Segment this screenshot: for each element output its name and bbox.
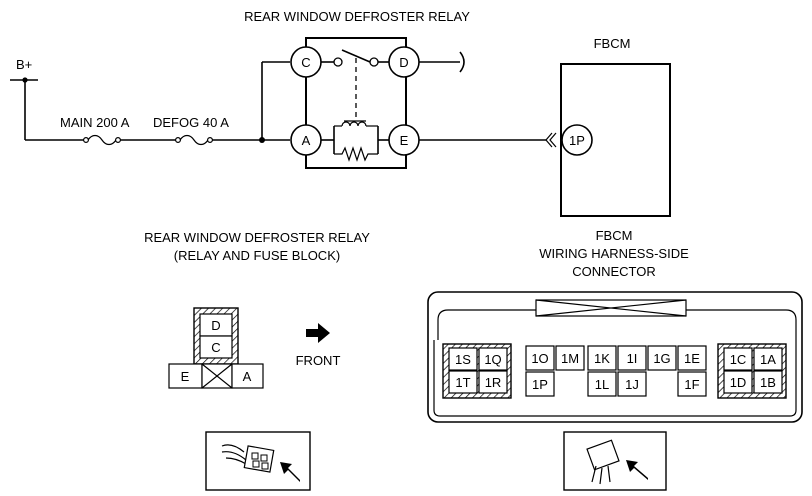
switch-blade	[341, 49, 371, 63]
fbcm-pin-1f: 1F	[677, 371, 707, 397]
relay-connector-title-1: REAR WINDOW DEFROSTER RELAY	[144, 230, 370, 245]
fbcm-box	[560, 63, 671, 217]
terminal-e-label: E	[400, 133, 409, 148]
relay-box	[305, 37, 407, 169]
relay-pin-c	[199, 335, 233, 359]
fbcm-pin-1q-label: 1Q	[484, 352, 501, 367]
fbcm-pin-1j: 1J	[617, 371, 647, 397]
terminal-d-label: D	[399, 55, 408, 70]
relay-title: REAR WINDOW DEFROSTER RELAY	[244, 9, 470, 24]
insert-arrow-icon	[626, 460, 648, 480]
fbcm-pin-1g-label: 1G	[653, 351, 670, 366]
fuse-icon	[175, 134, 214, 146]
front-arrow-icon	[306, 323, 330, 343]
contact-right	[369, 57, 379, 67]
fbcm-pin-1o-label: 1O	[531, 351, 548, 366]
fbcm-pin-1b: 1B	[753, 370, 783, 394]
relay-pin-a-label: A	[243, 369, 252, 384]
fbcm-pin-1l-label: 1L	[595, 377, 609, 392]
terminal-a-label: A	[302, 133, 311, 148]
resistor-icon	[334, 146, 378, 162]
relay-pin-c-label: C	[211, 340, 220, 355]
fbcm-connector-title-2: WIRING HARNESS-SIDE	[539, 246, 689, 261]
fbcm-pin-1s-label: 1S	[455, 352, 471, 367]
fuse-icon	[82, 134, 121, 146]
fbcm-connector-title-3: CONNECTOR	[572, 264, 656, 279]
fbcm-pin-1k: 1K	[587, 345, 617, 371]
fbcm-left-cells: 1S 1Q 1T 1R	[448, 347, 508, 394]
fbcm-pin-1q: 1Q	[478, 347, 508, 371]
fbcm-connector-title-1: FBCM	[596, 228, 633, 243]
module-title: FBCM	[594, 36, 631, 51]
relay-pin-e	[168, 363, 203, 389]
fbcm-pin-1d-label: 1D	[730, 375, 747, 390]
module-pin-label: 1P	[569, 133, 585, 148]
fbcm-pin-1e-label: 1E	[684, 351, 700, 366]
fbcm-right-cells: 1C 1A 1D 1B	[723, 347, 783, 394]
fuse-main-label: MAIN 200 A	[60, 115, 130, 130]
connector-plug-icon	[205, 431, 311, 491]
fbcm-pin-1k-label: 1K	[594, 351, 610, 366]
fbcm-pin-1p: 1P	[525, 371, 555, 397]
fbcm-pin-1b-label: 1B	[760, 375, 776, 390]
relay-pin-e-label: E	[181, 369, 190, 384]
fbcm-pin-1d: 1D	[723, 370, 753, 394]
blank-cross-2	[201, 363, 233, 389]
fbcm-pin-1p-label: 1P	[532, 377, 548, 392]
fbcm-pin-1f-label: 1F	[684, 377, 699, 392]
fbcm-pin-1m: 1M	[555, 345, 585, 371]
insert-arrow-icon	[280, 462, 300, 482]
relay-pin-d-label: D	[211, 318, 220, 333]
front-label: FRONT	[296, 353, 341, 368]
fbcm-pin-1i-label: 1I	[627, 351, 638, 366]
fbcm-pin-1j-label: 1J	[625, 377, 639, 392]
module-pin-1p	[561, 124, 593, 156]
fbcm-pin-1s: 1S	[448, 347, 478, 371]
fbcm-pin-1t-label: 1T	[455, 375, 470, 390]
fbcm-pin-1c-label: 1C	[730, 352, 747, 367]
fbcm-pin-1c: 1C	[723, 347, 753, 371]
battery-label: B+	[16, 57, 32, 72]
latch-cross-2	[535, 299, 687, 317]
coil-icon	[334, 120, 378, 127]
fbcm-pin-1m-label: 1M	[561, 351, 579, 366]
fbcm-inner-outline	[433, 309, 797, 417]
fbcm-pin-1r: 1R	[478, 370, 508, 394]
fbcm-middle-cells: 1O 1M 1K 1I 1G 1E 1P 1L 1J 1F	[525, 345, 707, 397]
contact-left	[333, 57, 343, 67]
connector-plug-icon	[563, 431, 667, 491]
fbcm-pin-1g: 1G	[647, 345, 677, 371]
relay-pin-a	[231, 363, 264, 389]
fuse-defog-label: DEFOG 40 A	[153, 115, 229, 130]
fbcm-pin-1o: 1O	[525, 345, 555, 371]
fbcm-pin-1a-label: 1A	[760, 352, 776, 367]
fbcm-pin-1l: 1L	[587, 371, 617, 397]
fbcm-pin-1a: 1A	[753, 347, 783, 371]
relay-connector-title-2: (RELAY AND FUSE BLOCK)	[174, 248, 340, 263]
fbcm-pin-1t: 1T	[448, 370, 478, 394]
fbcm-pin-1r-label: 1R	[485, 375, 502, 390]
terminal-c-label: C	[301, 55, 310, 70]
connector-chevron-icon	[545, 132, 557, 148]
fbcm-pin-1e: 1E	[677, 345, 707, 371]
fbcm-pin-1i: 1I	[617, 345, 647, 371]
wire-break-icon	[459, 51, 465, 73]
